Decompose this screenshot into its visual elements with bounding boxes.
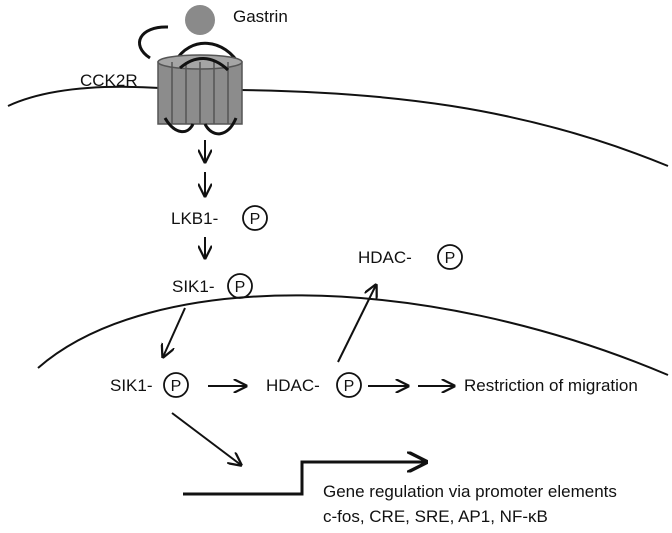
- hdac-nuc-phospho-circle: [336, 372, 362, 398]
- sik1-nuc-phospho: P: [171, 378, 182, 395]
- sik1-nuc-label: SIK1-: [110, 376, 153, 395]
- arrow-sik1-to-nucleus: [163, 307, 186, 357]
- plasma-membrane: [7, 85, 669, 167]
- gene-regulation-line1: Gene regulation via promoter elements: [323, 482, 617, 501]
- sik1-cyto-phospho: P: [235, 279, 246, 296]
- nuclear-envelope: [37, 294, 669, 376]
- lkb1-phospho-circle: [242, 205, 268, 231]
- gastrin-ligand: [185, 5, 215, 35]
- gene-regulation-line2: c-fos, CRE, SRE, AP1, NF-κB: [323, 507, 548, 526]
- gene-promoter: [183, 462, 426, 496]
- lkb1-label: LKB1-: [171, 209, 218, 228]
- sik1-cyto-label: SIK1-: [172, 277, 215, 296]
- gastrin-label: Gastrin: [233, 7, 288, 26]
- cck2r-receptor: [138, 25, 243, 136]
- cck2r-label: CCK2R: [80, 71, 138, 90]
- arrow-sik1-to-gene: [171, 412, 241, 465]
- hdac-nuc-phospho: P: [344, 378, 355, 395]
- sik1-cyto-phospho-circle: [227, 273, 253, 299]
- lkb1-phospho: P: [250, 211, 261, 228]
- arrow-hdac-export: [337, 285, 376, 363]
- hdac-cyto-phospho-circle: [437, 244, 463, 270]
- hdac-cyto-phospho: P: [445, 250, 456, 267]
- restriction-of-migration-label: Restriction of migration: [464, 376, 638, 395]
- hdac-cyto-label: HDAC-: [358, 248, 412, 267]
- hdac-nuc-label: HDAC-: [266, 376, 320, 395]
- sik1-nuc-phospho-circle: [163, 372, 189, 398]
